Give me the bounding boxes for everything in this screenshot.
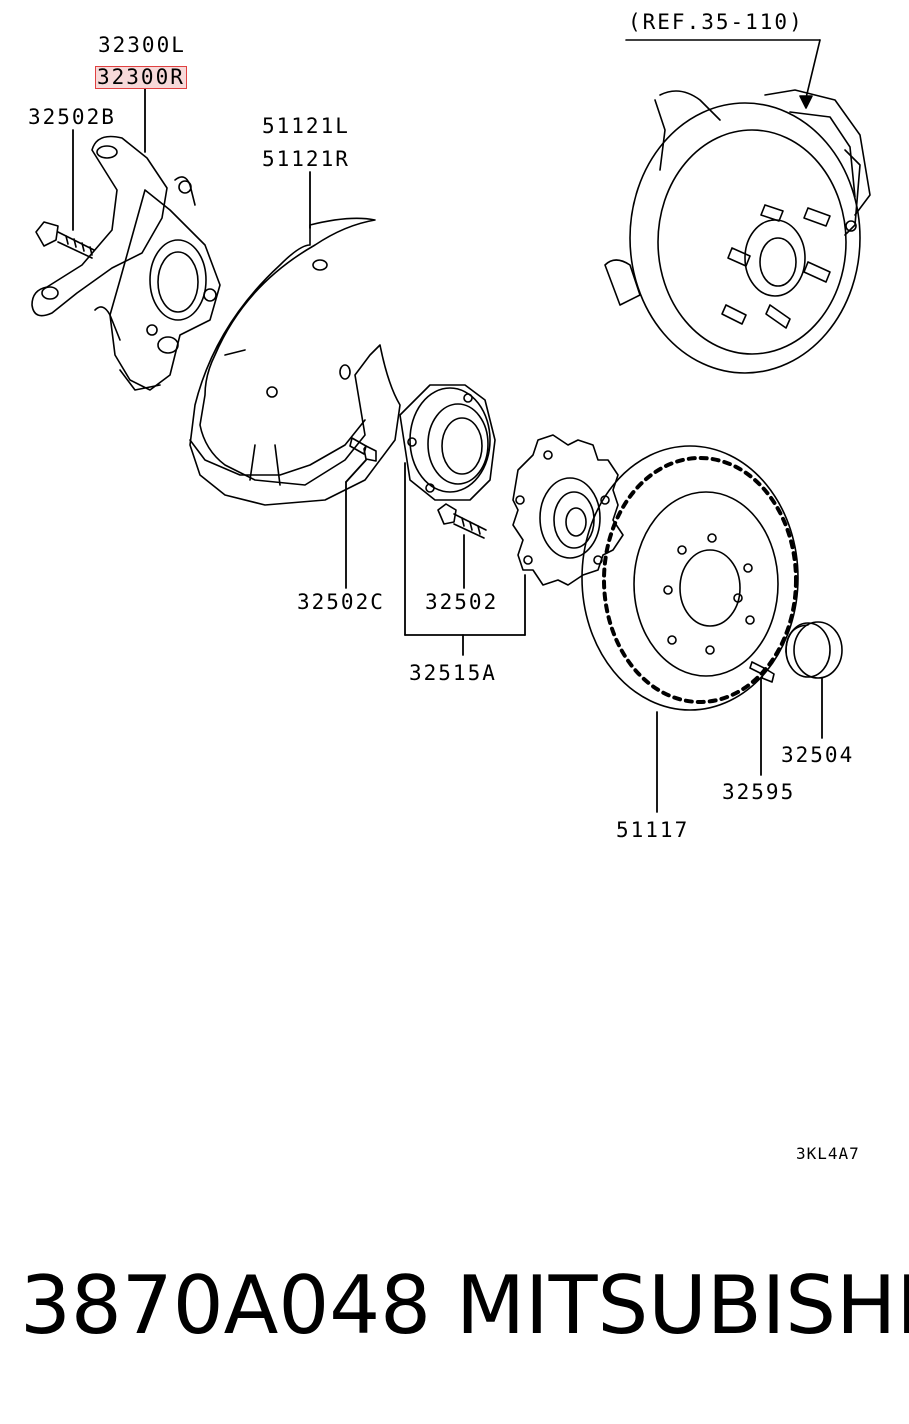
callout-knuckle-left[interactable]: 32300L (98, 33, 186, 57)
hub-cap (785, 621, 843, 679)
hub-bearing (399, 384, 496, 501)
callout-dust-shield-right[interactable]: 51121R (262, 147, 350, 171)
hub-bolt (437, 503, 487, 539)
rotor-screw (749, 661, 775, 683)
leader-lines (72, 82, 823, 813)
knuckle-bolt (35, 221, 95, 259)
reference-label: (REF.35-110) (628, 10, 804, 34)
callout-hub-assembly[interactable]: 32515A (409, 661, 497, 685)
callout-rotor[interactable]: 51117 (616, 818, 690, 842)
callout-knuckle-bolt[interactable]: 32502B (28, 105, 116, 129)
callout-hub-bolt[interactable]: 32502 (425, 590, 499, 614)
dust-shield (189, 217, 401, 506)
hub-flange (512, 434, 624, 586)
caliper-reference-assembly (604, 89, 871, 374)
steering-knuckle (31, 135, 221, 391)
brand-name: MITSUBISHI (456, 1259, 909, 1352)
callout-hub-cap[interactable]: 32504 (781, 743, 855, 767)
part-number: 3870A048 (20, 1259, 432, 1352)
callout-dust-shield-left[interactable]: 51121L (262, 114, 350, 138)
callout-rotor-screw[interactable]: 32595 (722, 780, 796, 804)
diagram-code: 3KL4A7 (796, 1144, 860, 1163)
wheel-studs (721, 204, 831, 329)
shield-bolt (349, 437, 377, 462)
reference-leader (625, 39, 821, 109)
callout-knuckle-right[interactable]: 32300R (95, 65, 187, 89)
brake-rotor (581, 445, 799, 711)
callout-shield-bolt[interactable]: 32502C (297, 590, 385, 614)
